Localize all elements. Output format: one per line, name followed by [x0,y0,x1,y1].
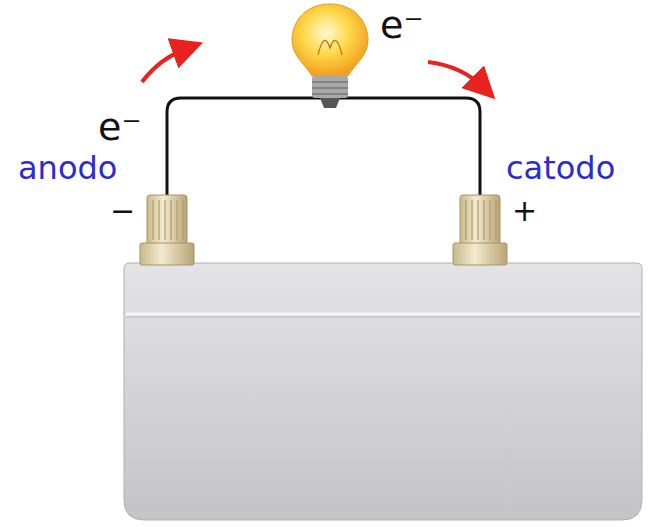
positive-terminal [453,195,507,265]
polarity-sign: + [512,196,537,226]
negative-terminal [140,195,194,265]
wire [167,98,480,200]
anode-label: anodo [18,152,117,184]
polarity-sign: − [110,196,135,226]
electron-label: e⁻ [98,108,141,146]
battery-body [124,263,642,520]
electron-flow-arrow [142,48,188,82]
electron-label: e⁻ [380,6,423,44]
cathode-label: catodo [506,152,615,184]
electron-flow-arrow [428,62,484,88]
light-bulb [292,4,368,108]
